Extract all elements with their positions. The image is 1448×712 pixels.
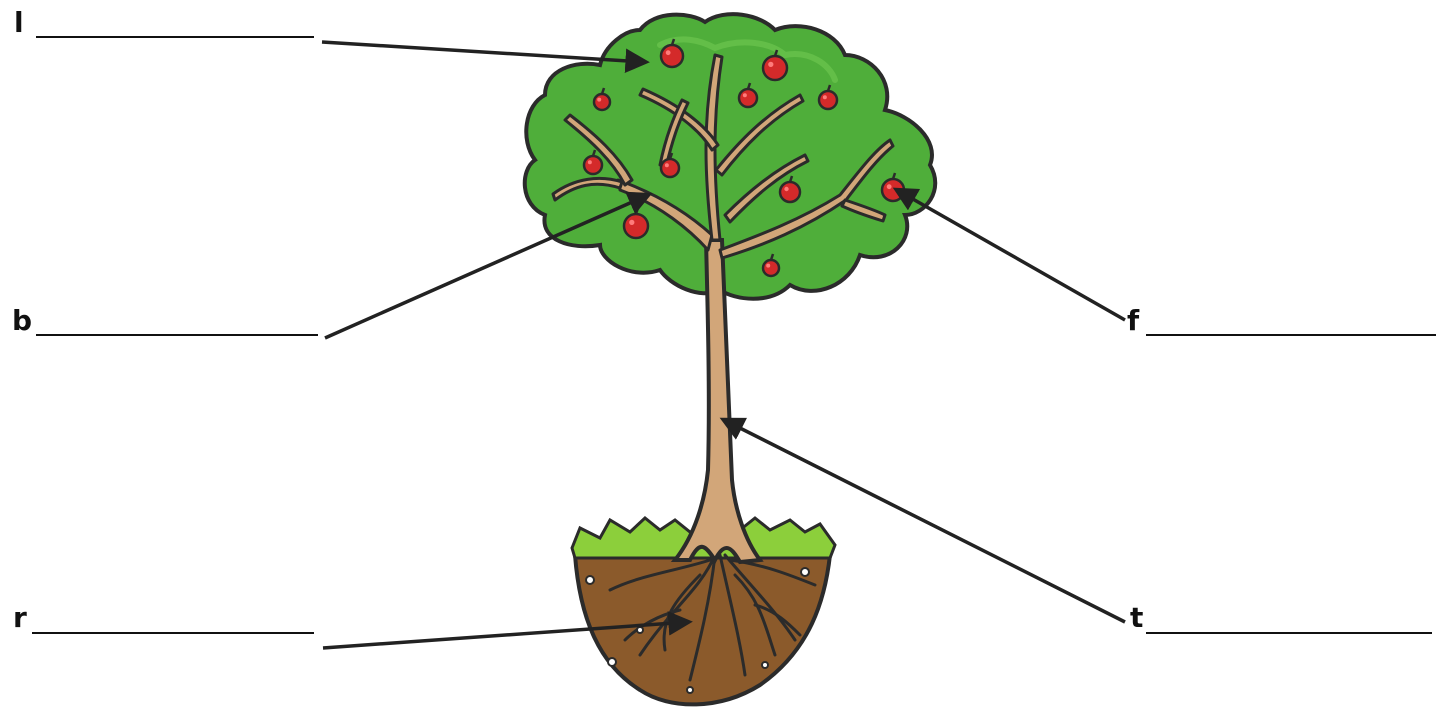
pointer-fruit [897, 190, 1125, 320]
pointer-leaves [322, 42, 645, 62]
answer-blank-fruit[interactable] [1146, 334, 1436, 336]
answer-blank-roots[interactable] [32, 632, 314, 634]
label-letter-roots: r [13, 604, 27, 632]
label-letter-leaves: l [14, 9, 24, 37]
answer-blank-trunk[interactable] [1146, 632, 1432, 634]
pointer-branch [325, 195, 648, 338]
label-letter-fruit: f [1127, 307, 1139, 335]
answer-blank-leaves[interactable] [36, 36, 314, 38]
answer-blank-branch[interactable] [36, 334, 318, 336]
label-letter-trunk: t [1130, 604, 1143, 632]
label-letter-branch: b [12, 307, 32, 335]
